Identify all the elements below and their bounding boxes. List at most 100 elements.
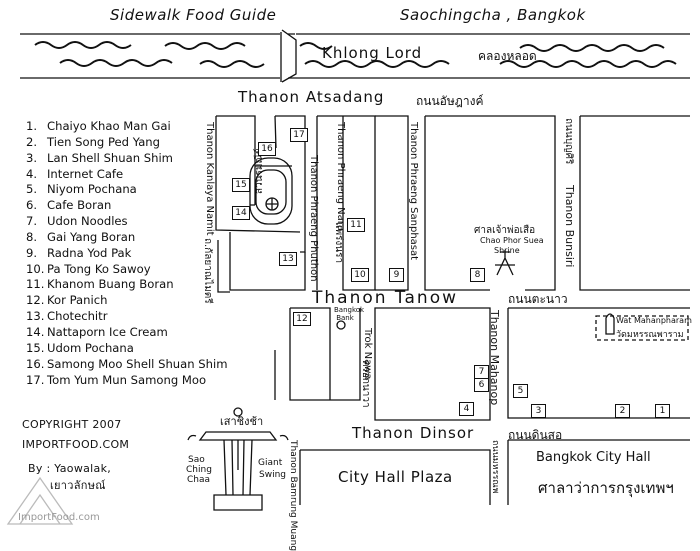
marker-3[interactable]: 3 (531, 404, 546, 418)
legend-name: Internet Cafe (47, 166, 124, 181)
author-text-th: เยาวลักษณ์ (50, 479, 106, 492)
legend-number: 15. (26, 340, 45, 355)
legend-number: 8. (26, 229, 38, 244)
map-title: Sidewalk Food Guide (110, 6, 277, 24)
legend-number: 13. (26, 309, 45, 324)
legend-item: 7. Udon Noodles (26, 214, 228, 230)
road-dinsor-en: Thanon Dinsor (352, 424, 475, 442)
marker-11[interactable]: 11 (347, 218, 365, 232)
swing-label-right1: Giant (258, 458, 283, 468)
legend-number: 11. (26, 277, 45, 292)
legend-number: 16. (26, 356, 45, 371)
legend-number: 3. (26, 150, 38, 165)
city-blocks-middle (274, 307, 690, 421)
shrine-drawing (495, 250, 515, 276)
road-mahannop-en: Thanon Mahanop (488, 310, 501, 406)
legend-number: 14. (26, 324, 45, 339)
marker-17[interactable]: 17 (290, 128, 308, 142)
legend-number: 6. (26, 198, 38, 213)
canal-khlong-lord (20, 29, 690, 83)
marker-2[interactable]: 2 (615, 404, 630, 418)
legend-name: Gai Yang Boran (47, 229, 136, 244)
legend-item: 5. Niyom Pochana (26, 182, 228, 198)
marker-13[interactable]: 13 (279, 252, 297, 266)
legend-item: 1.Chaiyo Khao Man Gai (26, 119, 228, 135)
road-phraeng-sanphasat-en: Thanon Phraeng Sanphasat (408, 122, 419, 261)
road-tanow-th: ถนนตะนาว (508, 292, 568, 306)
road-mahannop-th: ถนนมหรรณพ (490, 440, 500, 494)
road-dinsor-th: ถนนดินสอ (508, 428, 563, 442)
marker-1[interactable]: 1 (655, 404, 670, 418)
legend-item: 17.Tom Yum Mun Samong Moo (26, 373, 228, 389)
legend-number: 7. (26, 214, 38, 229)
city-blocks-south (299, 439, 690, 505)
road-tanow-en: Thanon Tanow (312, 288, 458, 308)
legend-item: 3. Lan Shell Shuan Shim (26, 151, 228, 167)
shrine-label-en2: Shrine (494, 246, 520, 255)
marker-9[interactable]: 9 (389, 268, 404, 282)
wat-label-th: วัดมหรรณพาราม (616, 330, 684, 340)
site-text: IMPORTFOOD.COM (22, 438, 130, 451)
marker-8[interactable]: 8 (470, 268, 485, 282)
legend-item: 6. Cafe Boran (26, 198, 228, 214)
legend-number: 5. (26, 182, 38, 197)
marker-16[interactable]: 16 (258, 142, 276, 156)
marker-5[interactable]: 5 (513, 384, 528, 398)
legend-name: Tien Song Ped Yang (47, 134, 161, 149)
road-bunsiri-en: Thanon Bunsiri (563, 185, 576, 268)
legend-number: 1. (26, 119, 38, 133)
legend-number: 10. (26, 261, 45, 276)
watermark-logo (6, 476, 74, 525)
road-atsadang-th: ถนนอัษฎางค์ (416, 94, 484, 108)
legend-name: Pa Tong Ko Sawoy (47, 261, 151, 276)
marker-7[interactable]: 7 (474, 365, 489, 379)
cityhall-plaza-label: City Hall Plaza (338, 468, 453, 486)
legend-name: Nattaporn Ice Cream (47, 324, 168, 339)
copyright-text: COPYRIGHT 2007 (22, 418, 122, 431)
giant-swing-drawing (187, 407, 289, 511)
legend-item: 4. Internet Cafe (26, 167, 228, 183)
city-blocks-north (215, 115, 690, 293)
landmark-symbols (336, 313, 615, 335)
legend-item: 11.Khanom Buang Boran (26, 277, 228, 293)
road-atsadang-en: Thanon Atsadang (238, 88, 385, 106)
legend-name: Radna Yod Pak (47, 245, 132, 260)
legend-name: Udon Noodles (47, 214, 128, 229)
legend-name: Udom Pochana (47, 340, 134, 355)
food-vendor-legend: 1.Chaiyo Khao Man Gai 2.Tien Song Ped Ya… (26, 119, 228, 388)
legend-number: 4. (26, 166, 38, 181)
road-phraeng-nara-th: แพร่งนรา (333, 222, 344, 264)
swing-label-left2: Ching (186, 465, 212, 475)
marker-4[interactable]: 4 (459, 402, 474, 416)
legend-item: 16.Samong Moo Shell Shuan Shim (26, 357, 228, 373)
marker-14[interactable]: 14 (232, 206, 250, 220)
road-phraeng-nara-en: Thanon Phraeng Nara (335, 122, 346, 232)
legend-item: 8. Gai Yang Boran (26, 230, 228, 246)
map-location: Saochingcha , Bangkok (400, 6, 586, 24)
shrine-label-th: ศาลเจ้าพ่อเสือ (474, 225, 536, 236)
canal-name-en: Khlong Lord (322, 44, 423, 62)
legend-item: 2.Tien Song Ped Yang (26, 135, 228, 151)
marker-6[interactable]: 6 (474, 378, 489, 392)
legend-name: Tom Yum Mun Samong Moo (47, 372, 207, 387)
legend-item: 14.Nattaporn Ice Cream (26, 325, 228, 341)
marker-12[interactable]: 12 (293, 312, 311, 326)
marker-10[interactable]: 10 (351, 268, 369, 282)
swing-label-right2: Swing (259, 470, 286, 480)
marker-15[interactable]: 15 (232, 178, 250, 192)
street-map-drawing (6, 29, 690, 525)
legend-item: 10.Pa Tong Ko Sawoy (26, 262, 228, 278)
shrine-label-en1: Chao Phor Suea (480, 236, 544, 245)
legend-number: 9. (26, 245, 38, 260)
legend-name: Chotechitr (47, 309, 108, 324)
legend-name: Lan Shell Shuan Shim (47, 150, 173, 165)
legend-item: 12.Kor Panich (26, 293, 228, 309)
legend-name: Cafe Boran (47, 198, 112, 213)
legend-name: Khanom Buang Boran (47, 277, 174, 292)
legend-name: Kor Panich (47, 293, 108, 308)
swing-label-left3: Chaa (187, 475, 211, 485)
legend-number: 12. (26, 293, 45, 308)
legend-name: Niyom Pochana (47, 182, 137, 197)
swing-label-left1: Sao (188, 455, 205, 465)
author-text: By : Yaowalak, (28, 462, 112, 475)
